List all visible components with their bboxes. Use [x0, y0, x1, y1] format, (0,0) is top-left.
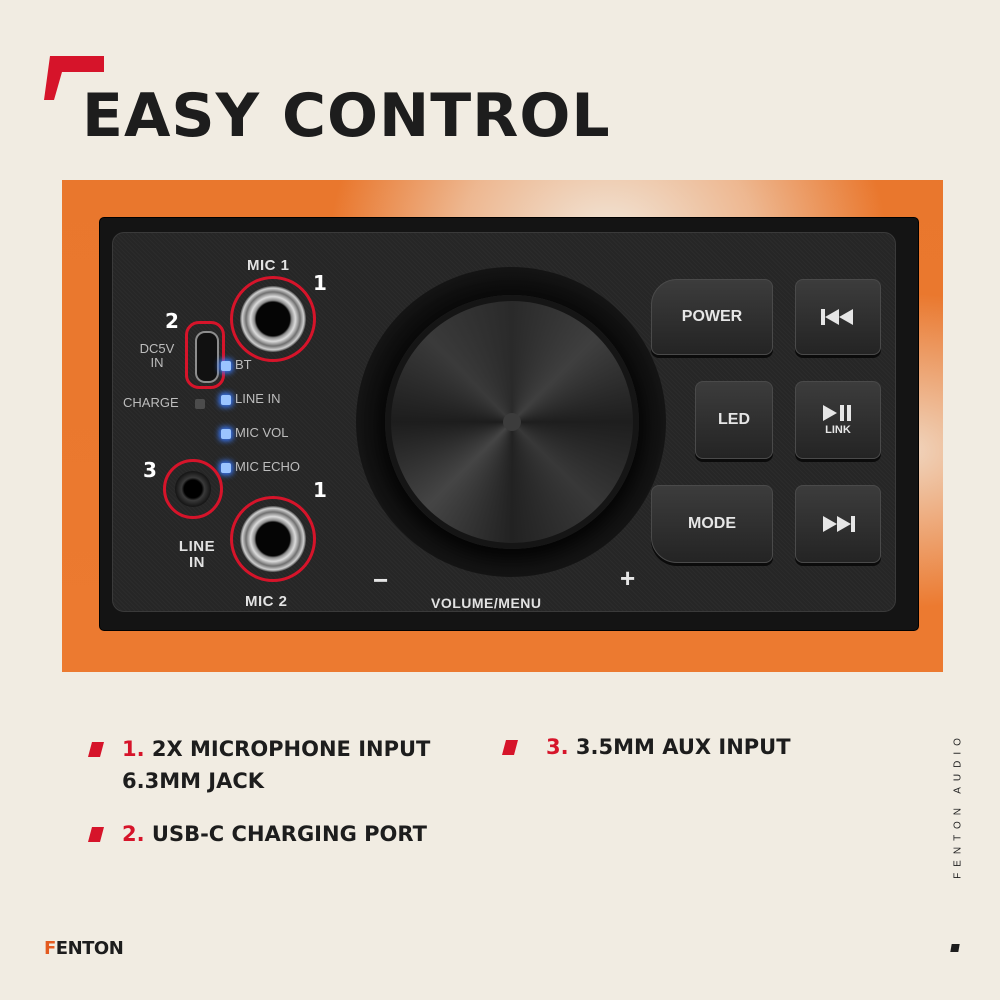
aux-highlight-ring [163, 459, 223, 519]
volume-minus-label: − [373, 565, 389, 595]
feature-bullet-icon [88, 827, 104, 842]
mic2-label: MIC 2 [245, 593, 288, 610]
led-button-label: LED [718, 411, 750, 428]
side-brand-label: FENTON AUDIO [952, 732, 964, 879]
led-button[interactable]: LED [695, 381, 773, 459]
feature-3-number: 3. [546, 735, 569, 759]
brand-logo-rest: ENTON [55, 938, 124, 959]
indicator-mic-vol-label: MIC VOL [235, 425, 289, 440]
mic2-highlight-ring [230, 496, 316, 582]
usb-c-port [195, 331, 219, 383]
control-panel-face: MIC 1 1 DC5V IN 2 CHARGE BT LINE IN MIC … [112, 232, 896, 612]
mic-echo-led [221, 463, 231, 473]
mode-button[interactable]: MODE [651, 485, 773, 563]
aux-callout-number: 3 [143, 458, 157, 482]
power-button[interactable]: POWER [651, 279, 773, 355]
control-panel: MIC 1 1 DC5V IN 2 CHARGE BT LINE IN MIC … [100, 218, 918, 630]
line-in-led [221, 395, 231, 405]
next-track-icon [823, 516, 855, 532]
indicator-line-in-label: LINE IN [235, 391, 281, 406]
feature-1-number: 1. [122, 737, 145, 761]
charge-led [195, 399, 205, 409]
feature-1-text: 2X MICROPHONE INPUT [151, 737, 431, 761]
indicator-bt-label: BT [235, 357, 252, 372]
feature-3-text: 3.5MM AUX INPUT [575, 735, 791, 759]
feature-3: 3. 3.5MM AUX INPUT [546, 731, 791, 763]
play-pause-icon [823, 405, 851, 421]
feature-bullet-icon [88, 742, 104, 757]
volume-menu-knob[interactable] [385, 295, 639, 549]
play-pause-link-button[interactable]: LINK [795, 381, 881, 459]
feature-2-number: 2. [122, 822, 145, 846]
side-brand-text: FENTON AUDIO [950, 690, 964, 930]
link-label: LINK [825, 424, 851, 436]
usb-highlight-ring [185, 321, 225, 389]
mode-button-label: MODE [688, 515, 736, 532]
brand-logo: FENTON [44, 938, 124, 959]
mic-vol-led [221, 429, 231, 439]
mic1-callout-number: 1 [313, 271, 327, 295]
volume-plus-label: + [620, 563, 636, 593]
dc5v-label: DC5V IN [139, 341, 175, 370]
mic1-label: MIC 1 [247, 257, 290, 274]
volume-menu-label: VOLUME/MENU [431, 595, 542, 611]
brand-logo-initial: F [44, 938, 56, 959]
power-button-label: POWER [681, 308, 743, 325]
previous-track-icon [821, 309, 853, 325]
side-brand-mark-icon [950, 944, 960, 952]
feature-bullet-icon [502, 740, 518, 755]
feature-1-text-line2: 6.3MM JACK [122, 769, 265, 793]
knob-center [503, 413, 521, 431]
usb-callout-number: 2 [165, 309, 179, 333]
feature-1: 1. 2X MICROPHONE INPUT 6.3MM JACK [122, 733, 430, 797]
page-title: EASY CONTROL [82, 81, 611, 151]
previous-track-button[interactable] [795, 279, 881, 355]
charge-label: CHARGE [123, 395, 179, 410]
line-in-port-label: LINE IN [178, 538, 216, 571]
mic1-highlight-ring [230, 276, 316, 362]
feature-2-text: USB-C CHARGING PORT [151, 822, 427, 846]
indicator-mic-echo-label: MIC ECHO [235, 459, 300, 474]
feature-2: 2. USB-C CHARGING PORT [122, 818, 427, 850]
corner-mark-icon [44, 56, 104, 100]
mic2-callout-number: 1 [313, 478, 327, 502]
next-track-button[interactable] [795, 485, 881, 563]
bt-led [221, 361, 231, 371]
